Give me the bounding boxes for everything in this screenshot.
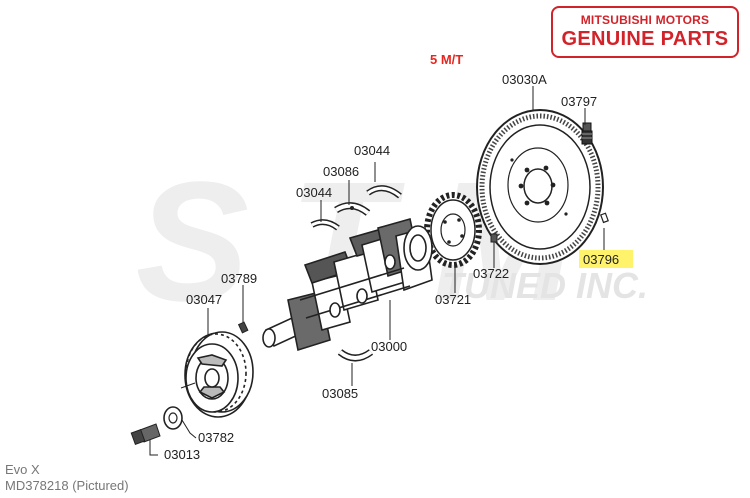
crank-sensor-plate-part <box>424 192 482 268</box>
pulley-washer-part <box>163 406 183 430</box>
main-bearing-upper-part <box>334 202 371 216</box>
part-label[interactable]: 03030A <box>502 72 547 87</box>
highlight-03796 <box>579 250 633 268</box>
part-label[interactable]: 03796 <box>583 252 619 267</box>
part-label[interactable]: 03721 <box>435 292 471 307</box>
part-label[interactable]: 03789 <box>221 271 257 286</box>
part-label[interactable]: 03047 <box>186 292 222 307</box>
part-label[interactable]: 03044 <box>354 143 390 158</box>
crankshaft-part <box>262 217 433 352</box>
footer-info: Evo X MD378218 (Pictured) <box>5 462 129 494</box>
part-label[interactable]: 03086 <box>323 164 359 179</box>
part-label[interactable]: 03782 <box>198 430 234 445</box>
pulley-bolt-part <box>130 423 161 445</box>
part-label[interactable]: 03797 <box>561 94 597 109</box>
flywheel-bolt-part <box>581 122 593 145</box>
woodruff-key-part <box>237 321 249 334</box>
part-label[interactable]: 03000 <box>371 339 407 354</box>
transmission-variant-label: 5 M/T <box>430 52 464 67</box>
part-labels: 03030A 03797 03044 03086 03044 03796 037… <box>164 72 619 462</box>
footer-model: Evo X <box>5 462 40 477</box>
footer-part-number: MD378218 (Pictured) <box>5 478 129 493</box>
genuine-parts-badge: MITSUBISHI MOTORS GENUINE PARTS <box>551 6 739 58</box>
plate-pin-part <box>490 233 498 243</box>
thrust-bearing-lower-part <box>310 219 340 231</box>
flywheel-part <box>476 109 604 265</box>
part-label[interactable]: 03013 <box>164 447 200 462</box>
watermark-subtext: TUNED INC. <box>442 265 648 306</box>
leader-lines <box>149 86 605 456</box>
badge-brand: MITSUBISHI MOTORS <box>580 13 710 27</box>
crank-pulley-part <box>184 331 254 418</box>
main-bearing-lower-part <box>337 349 374 362</box>
part-label[interactable]: 03722 <box>473 266 509 281</box>
dowel-pin-part <box>599 212 609 224</box>
thrust-bearing-upper-part <box>366 185 402 199</box>
part-label[interactable]: 03044 <box>296 185 332 200</box>
part-label[interactable]: 03085 <box>322 386 358 401</box>
badge-title: GENUINE PARTS <box>561 28 729 50</box>
